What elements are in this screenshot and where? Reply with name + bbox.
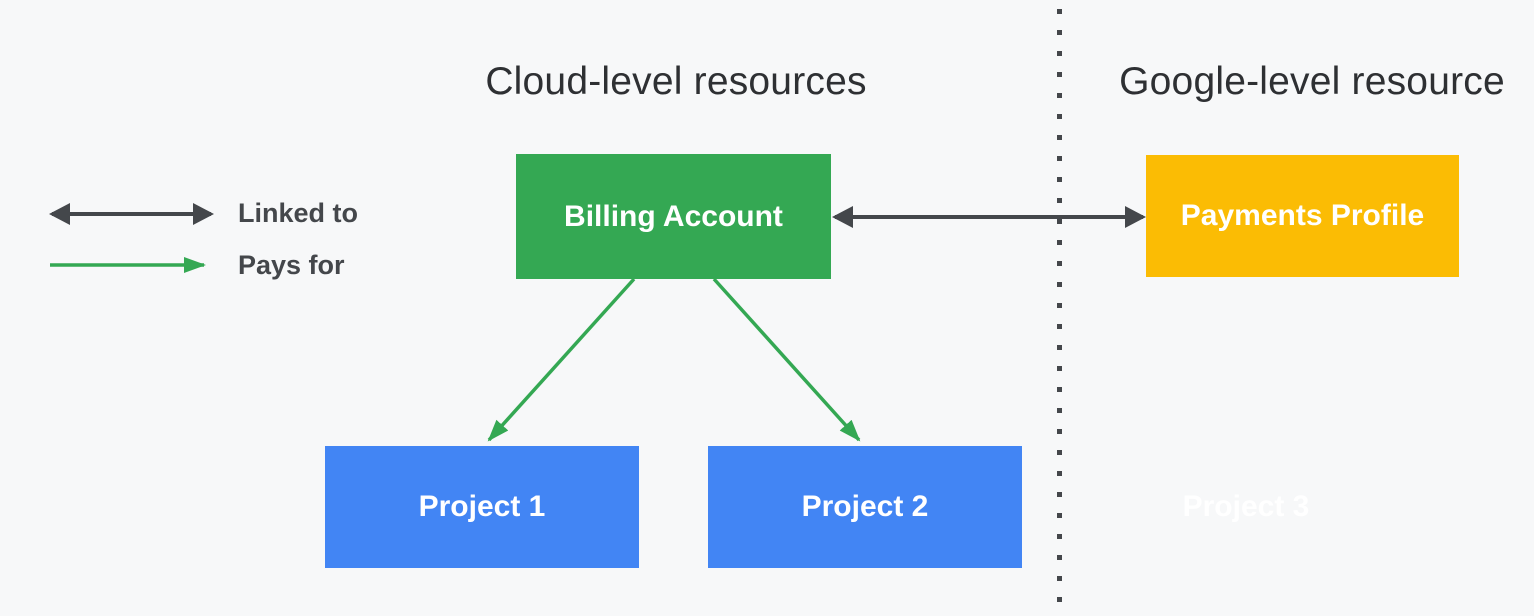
pays-for-arrow-project-2 [712, 277, 861, 442]
project-3-label: Project 3 [1182, 490, 1310, 523]
payments-profile-node: Payments Profile [1146, 155, 1459, 277]
legend-pays-for-label: Pays for [238, 250, 345, 280]
project-2-node: Project 2 [708, 446, 1022, 568]
project-3-node: Project 3 [1089, 446, 1403, 568]
payments-profile-label: Payments Profile [1180, 199, 1425, 232]
pays-for-arrow-project-1 [487, 277, 636, 442]
cloud-level-heading: Cloud-level resources [485, 60, 867, 103]
billing-account-node: Billing Account [516, 154, 831, 279]
legend-linked-to-label: Linked to [238, 198, 358, 228]
billing-account-label: Billing Account [564, 199, 783, 233]
project-1-node: Project 1 [325, 446, 639, 568]
google-level-heading: Google-level resource [1119, 60, 1505, 103]
project-1-label: Project 1 [418, 490, 546, 523]
project-2-label: Project 2 [801, 490, 929, 523]
